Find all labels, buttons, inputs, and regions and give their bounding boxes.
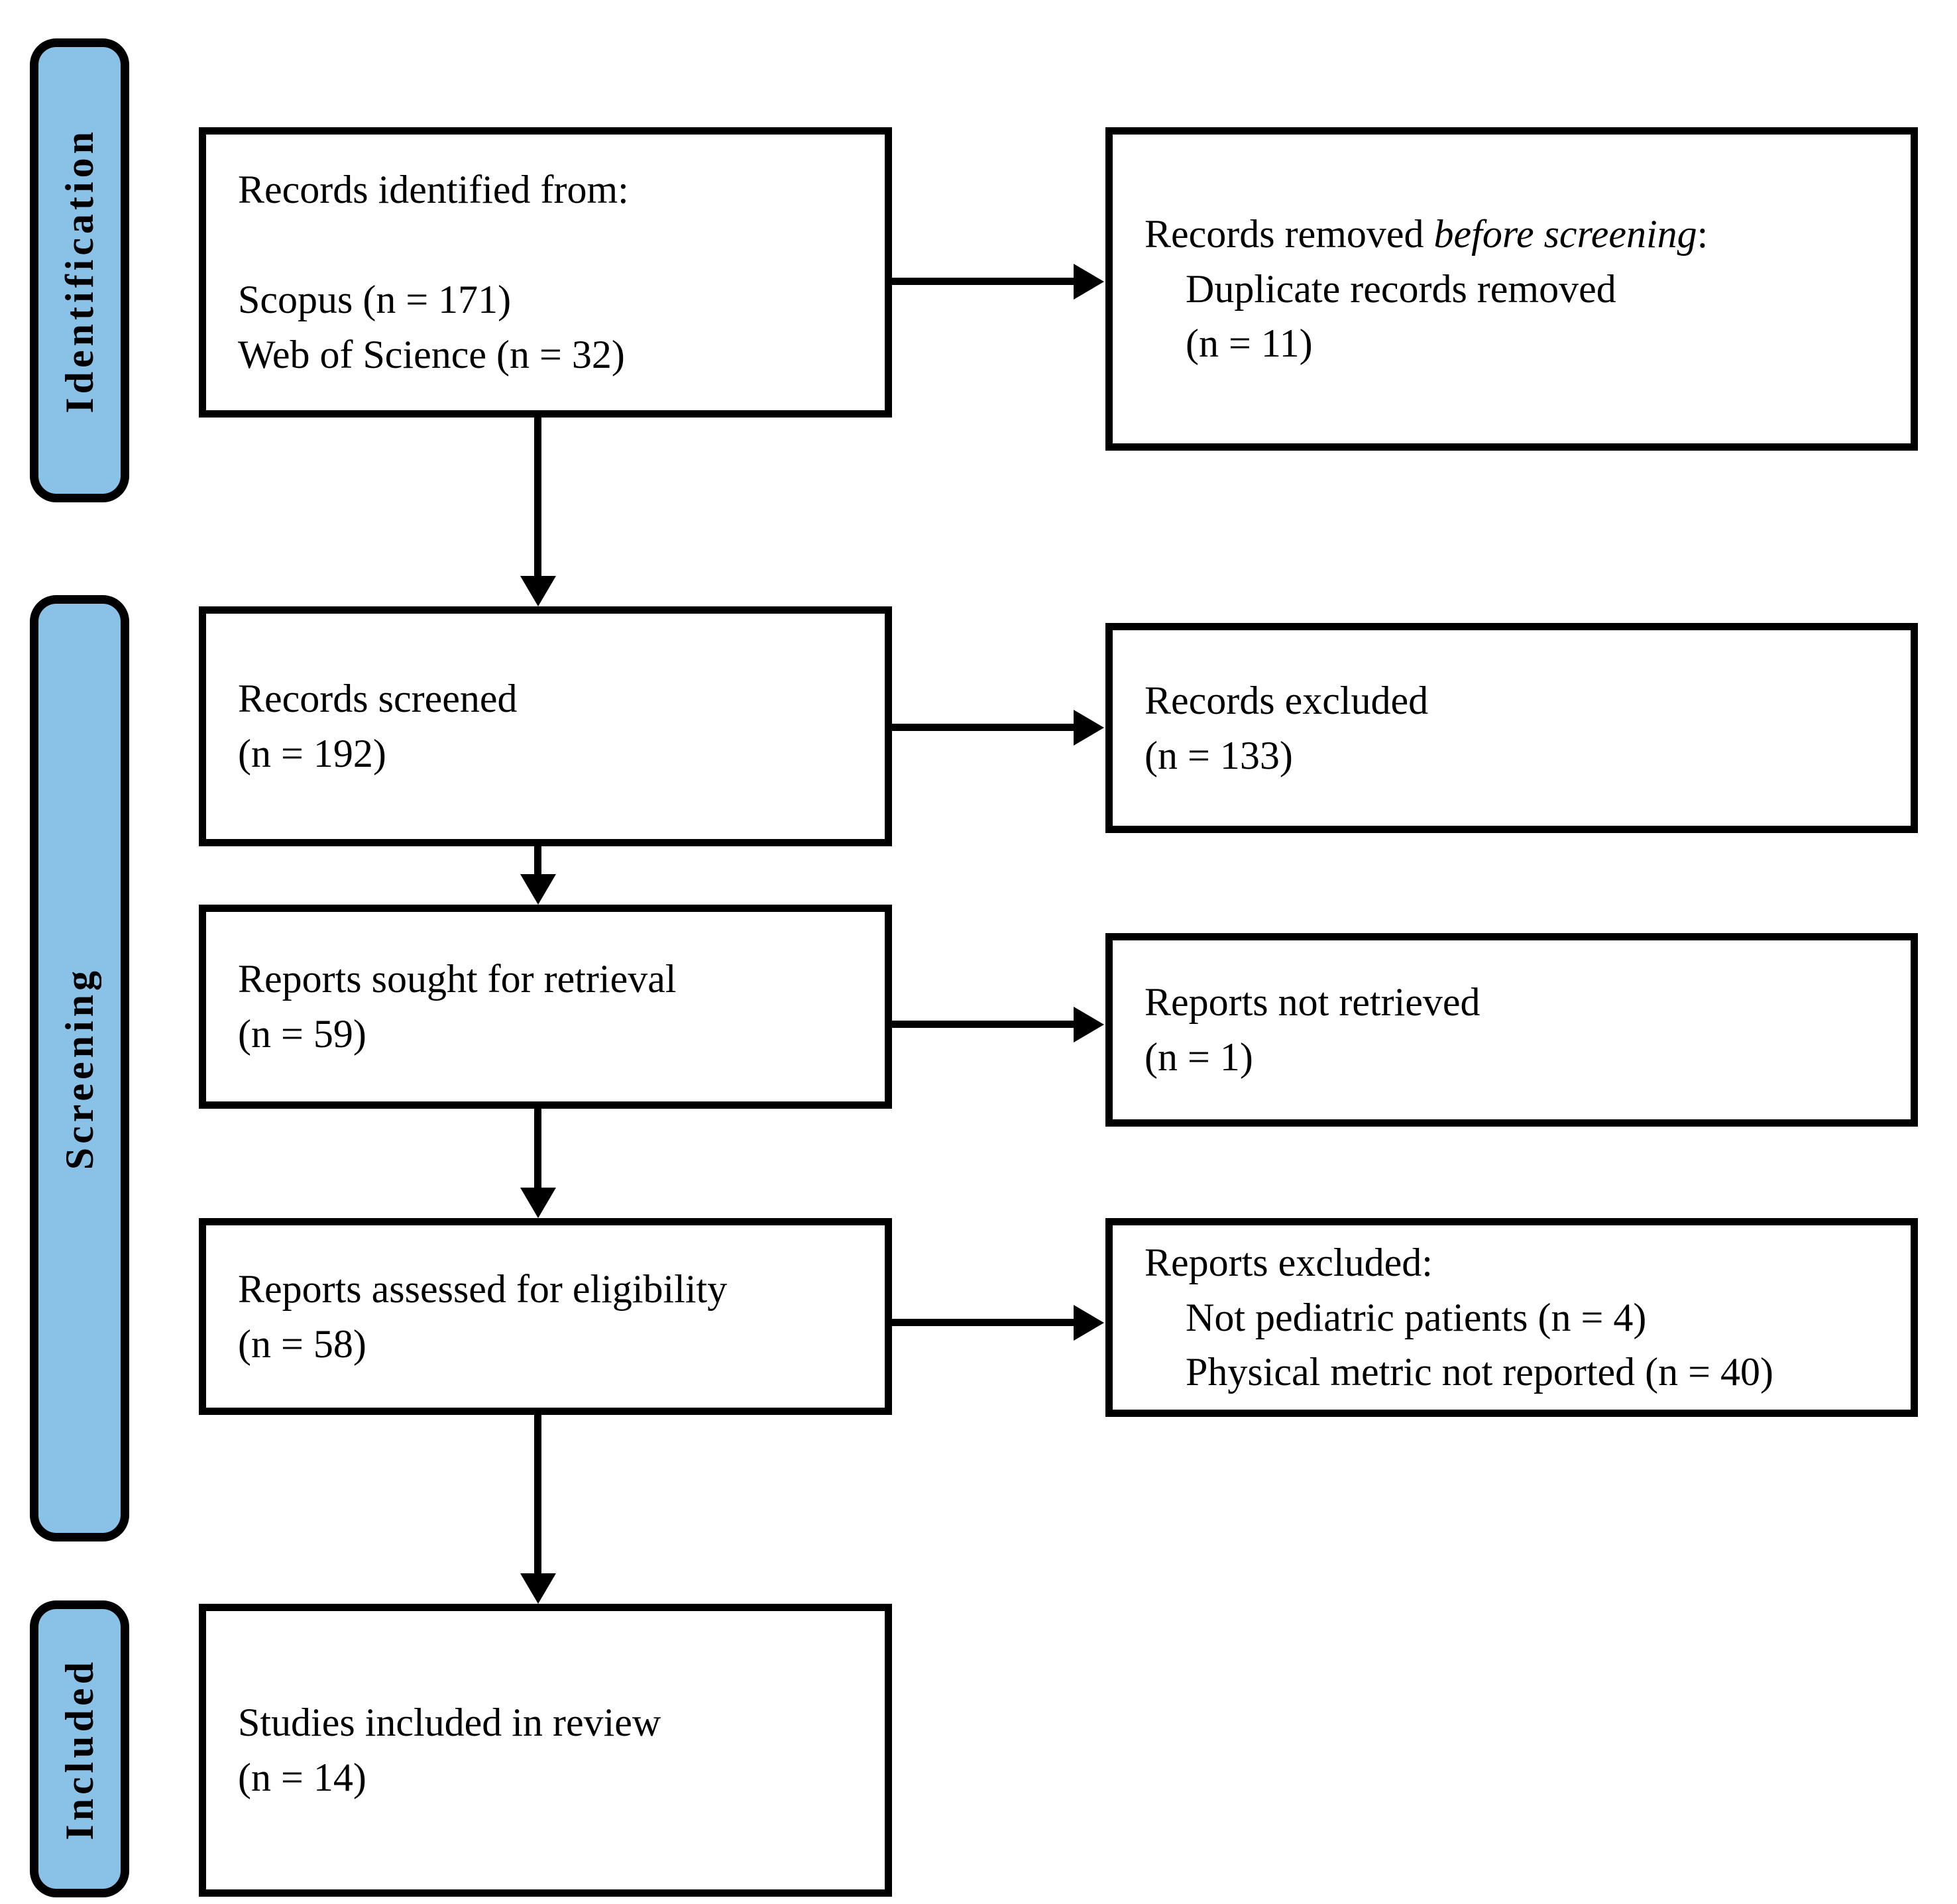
studies-included-label: Studies included in review — [238, 1701, 661, 1745]
arrow-identified-to-screened — [534, 416, 541, 577]
source-scopus: Scopus (n = 171) — [238, 278, 512, 321]
box-records-identified: Records identified from: Scopus (n = 171… — [199, 127, 892, 418]
stage-tab-identification: Identification — [30, 38, 129, 502]
box-reports-excluded: Reports excluded: Not pediatric patients… — [1105, 1218, 1918, 1417]
box-records-excluded: Records excluded (n = 133) — [1105, 623, 1918, 833]
records-excluded-count: (n = 133) — [1145, 733, 1293, 777]
stage-tab-included: Included — [30, 1600, 129, 1897]
arrow-screened-to-excluded — [891, 724, 1075, 731]
records-removed-title: Records removed before screening: — [1145, 207, 1895, 262]
reports-excluded-title: Reports excluded: — [1145, 1240, 1433, 1284]
box-reports-not-retrieved: Reports not retrieved (n = 1) — [1105, 933, 1918, 1127]
reason-not-pediatric: Not pediatric patients (n = 4) — [1186, 1295, 1647, 1339]
reports-not-retrieved-count: (n = 1) — [1145, 1035, 1253, 1079]
records-screened-label: Records screened — [238, 677, 518, 721]
records-removed-prefix: Records removed — [1145, 211, 1434, 256]
records-removed-suffix: : — [1697, 211, 1708, 256]
box-records-screened: Records screened (n = 192) — [199, 606, 892, 846]
arrow-assessed-to-included — [534, 1414, 541, 1575]
duplicate-records-removed: Duplicate records removed — [1186, 266, 1616, 311]
records-identified-title: Records identified from: — [238, 168, 629, 212]
reports-assessed-count: (n = 58) — [238, 1321, 366, 1366]
stage-label-screening: Screening — [57, 966, 101, 1170]
arrow-sought-to-assessed — [534, 1107, 541, 1189]
duplicate-records-count: (n = 11) — [1186, 321, 1313, 366]
source-web-of-science: Web of Science (n = 32) — [238, 332, 625, 376]
stage-label-included: Included — [57, 1657, 101, 1840]
blank-spacer — [238, 217, 869, 272]
arrow-sought-to-not-retrieved — [891, 1021, 1075, 1028]
reports-assessed-label: Reports assessed for eligibility — [238, 1266, 728, 1311]
studies-included-count: (n = 14) — [238, 1756, 366, 1799]
box-reports-assessed: Reports assessed for eligibility (n = 58… — [199, 1218, 892, 1415]
records-excluded-label: Records excluded — [1145, 678, 1429, 722]
records-removed-emphasis: before screening — [1433, 211, 1697, 256]
box-studies-included: Studies included in review (n = 14) — [199, 1604, 892, 1897]
arrow-screened-to-sought — [534, 845, 541, 875]
stage-label-identification: Identification — [57, 127, 101, 414]
box-reports-sought: Reports sought for retrieval (n = 59) — [199, 905, 892, 1109]
reason-metric-not-reported: Physical metric not reported (n = 40) — [1186, 1350, 1773, 1394]
box-records-removed-before-screening: Records removed before screening: Duplic… — [1105, 127, 1918, 451]
arrow-assessed-to-reports-excluded — [891, 1319, 1075, 1326]
reports-not-retrieved-label: Reports not retrieved — [1145, 980, 1481, 1025]
reports-sought-label: Reports sought for retrieval — [238, 957, 677, 1001]
reports-sought-count: (n = 59) — [238, 1012, 366, 1056]
records-screened-count: (n = 192) — [238, 732, 386, 775]
arrow-identified-to-removed — [891, 278, 1075, 285]
stage-tab-screening: Screening — [30, 595, 129, 1541]
